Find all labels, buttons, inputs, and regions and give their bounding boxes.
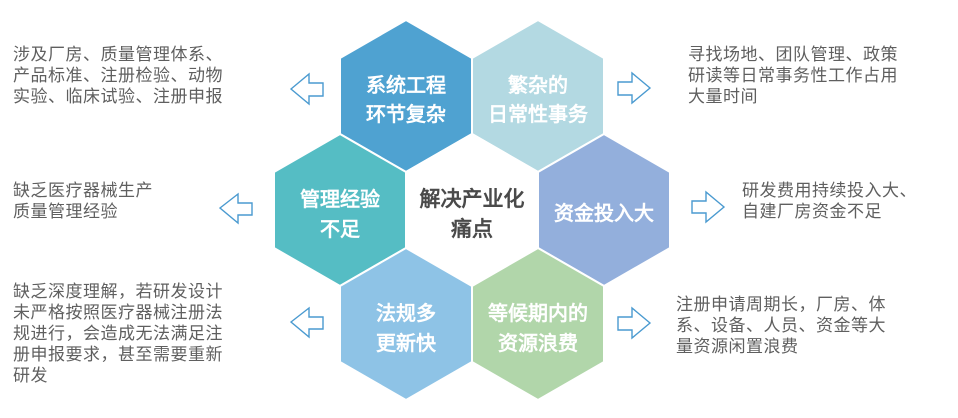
hex-mid-left-line2: 不足	[320, 217, 361, 241]
hex-bottom-right-line2: 资源浪费	[498, 331, 578, 355]
description-top-right: 寻找场地、团队管理、政策 研读等日常事务性工作占用 大量时间	[688, 45, 898, 107]
hex-mid-left-line1: 管理经验	[300, 187, 380, 211]
hex-top-left-line1: 系统工程	[366, 73, 446, 97]
description-mid-right: 研发费用持续投入大、 自建厂房资金不足	[742, 181, 917, 222]
hex-top-right-line1: 繁杂的	[508, 73, 568, 97]
hex-bottom-left: 法规多 更新快	[339, 246, 473, 402]
hex-center: 解决产业化 痛点	[405, 132, 539, 288]
right-arrow-icon	[617, 306, 652, 340]
right-arrow-icon	[691, 190, 726, 224]
left-arrow-icon	[218, 192, 253, 225]
description-top-left: 涉及厂房、质量管理体系、 产品标准、注册检验、动物 实验、临床试验、注册申报	[13, 45, 223, 107]
left-arrow-icon	[289, 306, 324, 339]
hex-top-right: 繁杂的 日常性事务	[471, 18, 605, 174]
hex-mid-right-line1: 资金投入大	[554, 201, 654, 225]
hex-bottom-left-line2: 更新快	[376, 331, 437, 355]
hex-bottom-left-line1: 法规多	[376, 301, 436, 325]
hex-bottom-right: 等候期内的 资源浪费	[471, 246, 605, 402]
hex-mid-left: 管理经验 不足	[273, 132, 407, 288]
description-mid-left: 缺乏医疗器械生产 质量管理经验	[13, 181, 153, 222]
left-arrow-icon	[289, 72, 324, 106]
center-title-line2: 痛点	[451, 217, 493, 241]
description-bottom-left: 缺乏深度理解，若研发设计 未严格按照医疗器械注册法 规进行，会造成无法满足注 册…	[13, 282, 223, 386]
hex-top-left-line2: 环节复杂	[366, 102, 446, 126]
hex-mid-right: 资金投入大	[537, 132, 671, 288]
hex-top-right-line2: 日常性事务	[488, 102, 589, 126]
right-arrow-icon	[617, 71, 652, 105]
hex-bottom-right-line1: 等候期内的	[488, 301, 588, 325]
description-bottom-right: 注册申请周期长，厂房、体 系、设备、人员、资金等大 量资源闲置浪费	[676, 295, 886, 357]
center-title-line1: 解决产业化	[420, 187, 525, 211]
